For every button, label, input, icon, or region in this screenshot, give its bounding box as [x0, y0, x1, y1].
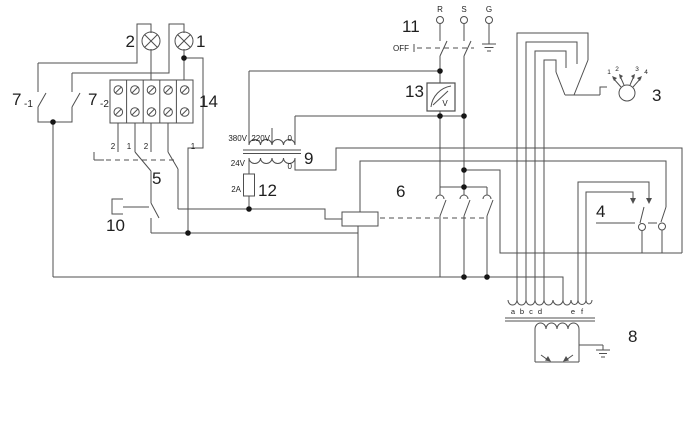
- voltmeter-icon: [426, 82, 456, 112]
- rotary-position-label: 3: [635, 66, 639, 73]
- t8-tap-label: d: [538, 307, 542, 316]
- t9-primary-tap-label: 0: [288, 134, 293, 143]
- pushbutton-10: 10: [106, 198, 160, 235]
- terminal-block-label: 14: [199, 92, 218, 111]
- sw5-terminal-label: 2: [144, 142, 149, 151]
- phase-terminal-g: [485, 16, 493, 24]
- rotary-position-label: 4: [644, 69, 648, 76]
- sw5-terminal-label: 2: [111, 142, 116, 151]
- voltmeter-label: 13: [405, 82, 424, 101]
- terminal-block-14: 14: [109, 79, 218, 152]
- phase-terminal-r: [436, 16, 444, 24]
- lamp-1-label: 1: [196, 32, 205, 51]
- fuse-rating-label: 2A: [231, 185, 241, 194]
- contactor-label: 6: [396, 182, 405, 201]
- selector-switch-5: 2 1 2 1 5: [93, 142, 196, 209]
- t8-tap-label: f: [581, 307, 584, 316]
- fuse-icon: [243, 173, 255, 197]
- main-switch-label: 11: [402, 17, 420, 36]
- limit-switches-4: 4: [577, 181, 667, 300]
- phase-g-label: G: [486, 5, 492, 14]
- rotary-switch-3: 1 2 3 4 3: [555, 59, 661, 105]
- contactor-6: 6: [341, 116, 494, 277]
- main-switch-11: R S G OFF 11: [393, 5, 496, 116]
- lamp-1: 1: [174, 31, 205, 51]
- rotary-position-label: 2: [615, 66, 619, 73]
- t9-primary-tap-label: 380V: [228, 134, 247, 143]
- t9-primary-tap-label: 220V: [251, 134, 270, 143]
- t8-tap-label: b: [520, 307, 524, 316]
- t8-tap-label: e: [571, 307, 575, 316]
- rotary-switch-label: 3: [652, 86, 661, 105]
- lamp-2-label: 2: [126, 32, 135, 51]
- control-transformer-9: 380V 220V 0 24V 0 9: [228, 71, 313, 174]
- sw5-terminal-label: 1: [191, 142, 196, 151]
- t9-secondary-tap-label: 0: [288, 162, 293, 171]
- pushbutton-label: 10: [106, 216, 125, 235]
- lamp-icon: [174, 31, 194, 51]
- wires: [38, 23, 683, 300]
- lamp-2: 2: [126, 31, 161, 51]
- junction-dots: [50, 55, 490, 280]
- phase-r-label: R: [437, 5, 443, 14]
- sw5-terminal-label: 1: [127, 142, 132, 151]
- voltmeter-13: V 13: [405, 71, 456, 116]
- t8-tap-label: a: [511, 307, 516, 316]
- limit-switches-label: 4: [596, 202, 605, 221]
- switch-7-1-sublabel: -1: [24, 99, 33, 110]
- switch-7-2-label: 7: [88, 90, 97, 109]
- rotary-position-label: 1: [607, 69, 611, 76]
- switch-7-2: 7 -2: [53, 73, 109, 123]
- rotary-knob-icon: [618, 84, 636, 102]
- control-transformer-label: 9: [304, 149, 313, 168]
- switch-7-1-label: 7: [12, 90, 21, 109]
- output-transformer-label: 8: [628, 327, 637, 346]
- selector-switch-label: 5: [152, 169, 161, 188]
- switch-7-1: 7 -1: [12, 63, 53, 123]
- fuse-12: 2A 12: [231, 173, 277, 209]
- limit-switch-contact: [638, 223, 646, 231]
- lamp-icon: [141, 31, 161, 51]
- t9-secondary-tap-label: 24V: [231, 159, 246, 168]
- switch-7-2-sublabel: -2: [100, 99, 109, 110]
- limit-switch-contact: [658, 222, 666, 231]
- fuse-label: 12: [258, 181, 277, 200]
- phase-terminal-s: [460, 16, 468, 24]
- t8-tap-label: c: [529, 307, 533, 316]
- phase-s-label: S: [461, 5, 466, 14]
- off-state-label: OFF: [393, 44, 409, 53]
- contactor-coil: [341, 211, 379, 227]
- output-transformer-8: a b c d e f 8: [505, 299, 637, 363]
- wiring-loops: [516, 32, 589, 300]
- voltmeter-unit: V: [442, 99, 448, 108]
